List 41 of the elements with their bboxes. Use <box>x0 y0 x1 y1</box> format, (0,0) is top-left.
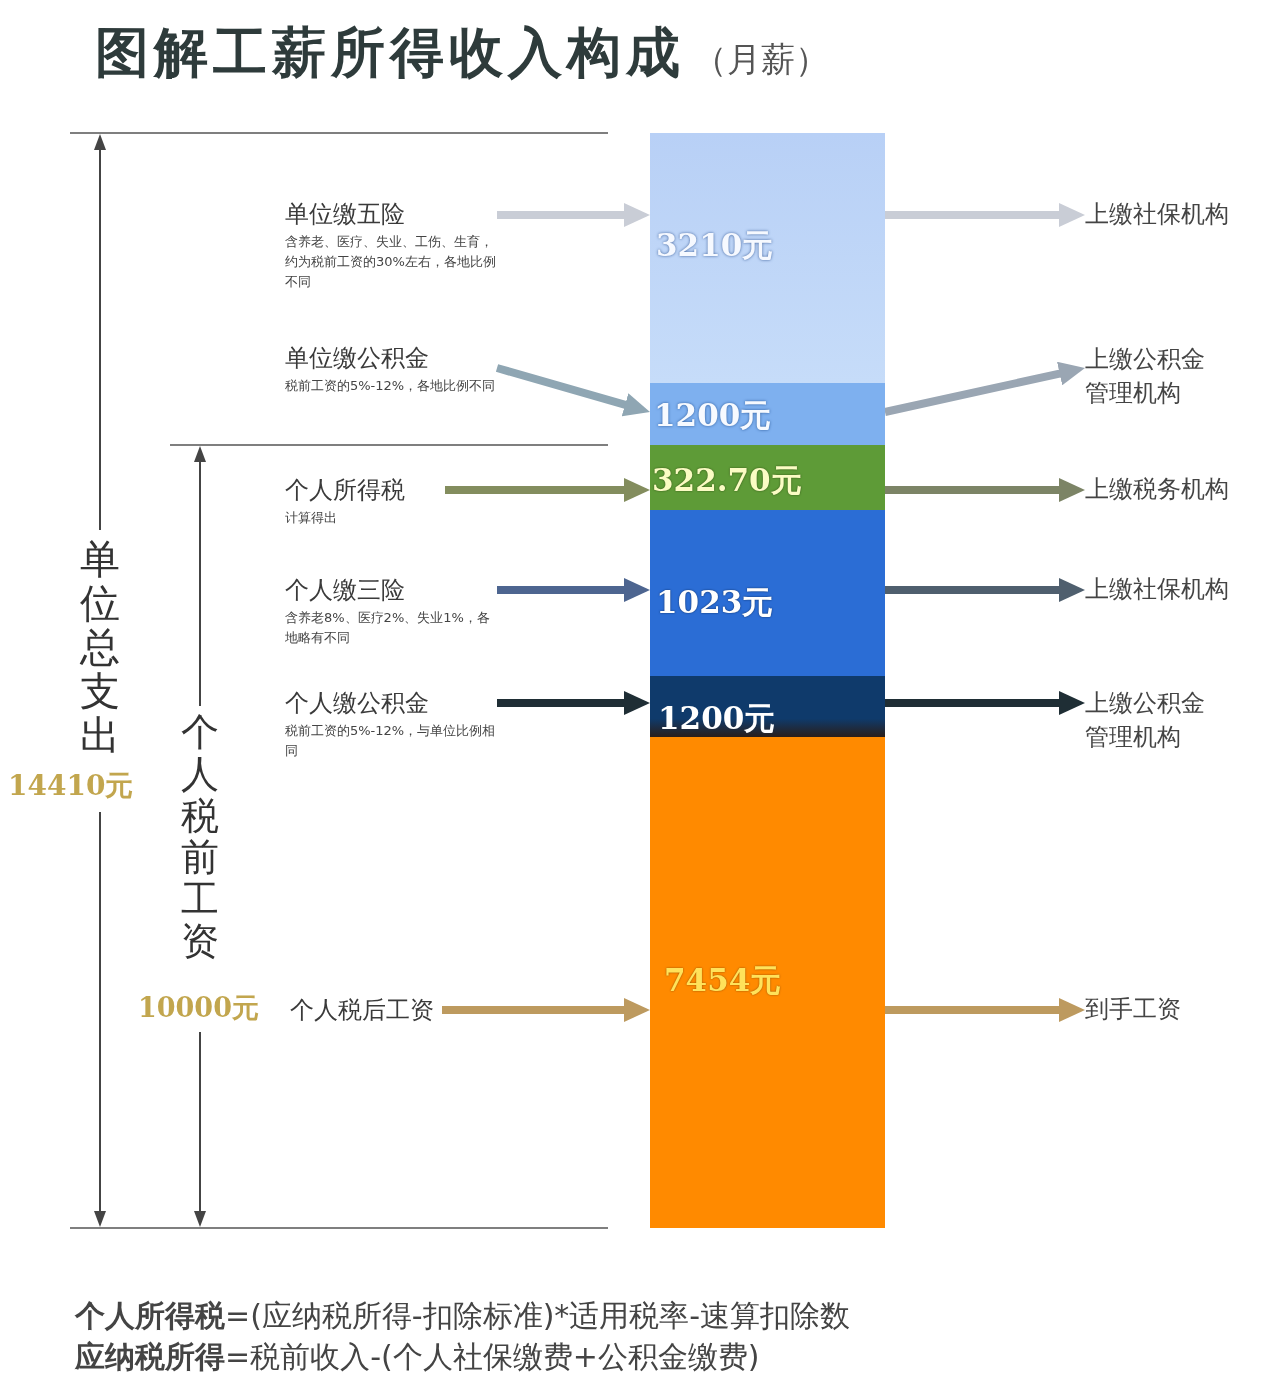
arrow <box>885 203 1085 227</box>
destination-label: 上缴公积金管理机构 <box>1085 342 1210 410</box>
bar-segment <box>650 133 885 383</box>
item-title: 个人税后工资 <box>290 992 442 1028</box>
item-title: 单位缴公积金 <box>285 343 430 374</box>
arrow <box>495 364 652 417</box>
segment-value: 7454元 <box>664 961 782 999</box>
arrow <box>885 691 1085 715</box>
item-note: 含养老8%、医疗2%、失业1%，各地略有不同 <box>285 609 491 647</box>
item-note: 税前工资的5%-12%，与单位比例相同 <box>285 722 497 760</box>
segment-value: 1200元 <box>654 396 772 434</box>
bar-segment <box>650 737 885 1228</box>
bar-segment <box>650 676 885 737</box>
title-note: （月薪） <box>693 38 829 81</box>
item-title: 个人所得税 <box>285 475 406 506</box>
item-note: 计算得出 <box>285 509 338 527</box>
arrow <box>885 578 1085 602</box>
title: 图解工薪所得收入构成 <box>95 20 685 86</box>
destination-label: 上缴公积金管理机构 <box>1085 686 1210 754</box>
destination-label: 上缴社保机构 <box>1085 197 1265 231</box>
formula-note: 应纳税所得=税前收入-(个人社保缴费+公积金缴费) <box>75 1338 760 1376</box>
destination-label: 上缴税务机构 <box>1085 472 1265 506</box>
arrow <box>885 478 1085 502</box>
item-title: 个人缴三险 <box>285 575 406 606</box>
segment-value: 1023元 <box>656 583 774 621</box>
dimension-label: 个人税前工资 <box>181 712 219 963</box>
bar-segment <box>650 510 885 676</box>
segment-value: 322.70元 <box>652 461 802 499</box>
arrow <box>885 998 1085 1022</box>
bar-segment <box>650 383 885 445</box>
bar-segment <box>650 445 885 510</box>
segment-value: 3210元 <box>656 226 774 264</box>
item-title: 单位缴五险 <box>285 199 406 230</box>
item-title: 个人缴公积金 <box>285 688 430 719</box>
destination-label: 上缴社保机构 <box>1085 572 1265 606</box>
formula-note: 个人所得税=(应纳税所得-扣除标准)*适用税率-速算扣除数 <box>75 1297 851 1335</box>
destination-label: 到手工资 <box>1085 992 1265 1026</box>
segment-value: 1200元 <box>658 699 776 737</box>
arrow <box>884 361 1086 416</box>
item-note: 税前工资的5%-12%，各地比例不同 <box>285 377 497 395</box>
item-note: 含养老、医疗、失业、工伤、生育，约为税前工资的30%左右，各地比例不同 <box>285 233 497 291</box>
